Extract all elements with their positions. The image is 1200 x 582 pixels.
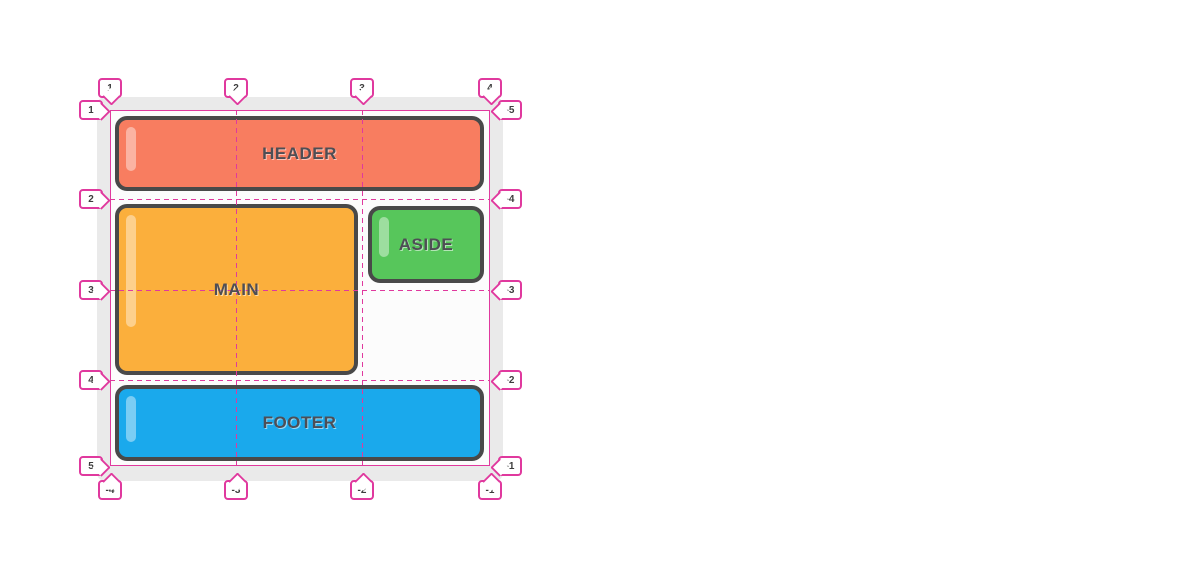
grid-area-label: ASIDE xyxy=(398,234,454,254)
line-number-marker-top-1: 1 xyxy=(98,78,122,98)
line-number-marker-left-3: 3 xyxy=(79,280,103,300)
line-number-marker-left-4: 4 xyxy=(79,370,103,390)
line-number-marker-right-neg1: -1 xyxy=(498,456,522,476)
line-number-marker-right-neg4: -4 xyxy=(498,189,522,209)
line-number-marker-left-1: 1 xyxy=(79,100,103,120)
grid-area-aside: ASIDE xyxy=(368,206,484,283)
grid-area-label: HEADER xyxy=(262,143,337,163)
grid-area-header: HEADER xyxy=(115,116,484,191)
grid-area-footer: FOOTER xyxy=(115,385,484,461)
line-number-marker-top-4: 4 xyxy=(478,78,502,98)
line-number-marker-bottom-neg2: -2 xyxy=(350,480,374,500)
line-number-marker-right-neg2: -2 xyxy=(498,370,522,390)
line-number-marker-top-3: 3 xyxy=(350,78,374,98)
line-number-marker-top-2: 2 xyxy=(224,78,248,98)
gloss-highlight xyxy=(126,396,136,442)
line-number-marker-left-2: 2 xyxy=(79,189,103,209)
gloss-highlight xyxy=(126,215,136,327)
grid-area-main: MAIN xyxy=(115,204,358,375)
line-number-marker-right-neg5: -5 xyxy=(498,100,522,120)
line-number-marker-left-5: 5 xyxy=(79,456,103,476)
gloss-highlight xyxy=(379,217,389,257)
grid-area-label: MAIN xyxy=(213,279,260,299)
line-number-marker-right-neg3: -3 xyxy=(498,280,522,300)
line-number-marker-bottom-neg3: -3 xyxy=(224,480,248,500)
grid-area-label: FOOTER xyxy=(262,413,337,432)
gloss-highlight xyxy=(126,127,136,171)
line-number-marker-bottom-neg4: -4 xyxy=(98,480,122,500)
line-number-marker-bottom-neg1: -1 xyxy=(478,480,502,500)
